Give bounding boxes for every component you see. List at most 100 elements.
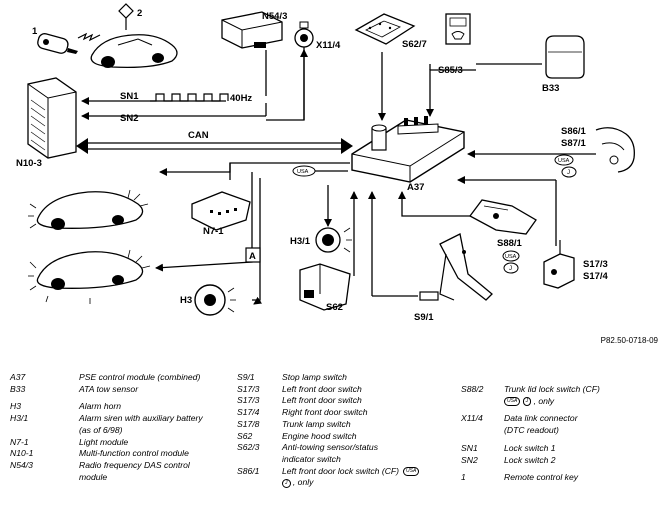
label-s87-1: S87/1 (561, 138, 587, 149)
legend-row: J , only (237, 477, 430, 489)
legend-description-text: Light module (79, 436, 129, 447)
legend-description: Remote control key (504, 472, 654, 484)
legend-code (461, 396, 504, 408)
legend-code: N10-1 (10, 448, 34, 459)
h3-horn-icon (194, 284, 236, 316)
label-b33: B33 (542, 83, 559, 94)
radio-signal-icon (77, 32, 101, 42)
car-lights-icon (28, 189, 149, 230)
legend-code: SN1 (461, 442, 478, 453)
legend-description-text: , only (533, 395, 555, 406)
legend-description: Right front door switch (282, 407, 430, 419)
svg-text:USA: USA (297, 169, 309, 175)
legend-description: (DTC readout) (504, 425, 654, 437)
legend-description-text: Lock switch 2 (504, 454, 556, 465)
label-s88-1: S88/1 (497, 238, 523, 249)
label-n7-1: N7-1 (203, 226, 224, 237)
legend-description: USA J , only (504, 396, 654, 408)
legend-description-text: indicator switch (282, 453, 341, 464)
label-h3-1: H3/1 (290, 236, 311, 247)
legend-description-text: Right front door switch (282, 407, 368, 418)
svg-text:J: J (509, 266, 512, 272)
can-bus-line (76, 138, 353, 154)
figure-reference: P82.50-0718-09 (600, 336, 658, 345)
region-badge: J (282, 478, 291, 488)
usa-badge-right: USA (502, 250, 520, 262)
legend-code: S17/8 (237, 418, 260, 429)
label-s62-7: S62/7 (402, 39, 427, 50)
n10-3-module-icon (27, 77, 77, 159)
legend-description: Trunk lamp switch (282, 419, 430, 431)
legend-description: Left front door switch (282, 384, 430, 396)
s88-1-trunk-lock-icon (469, 199, 537, 235)
label-key-number: 1 (32, 26, 38, 37)
s62-hood-switch-icon (299, 263, 351, 311)
a-box (245, 247, 261, 263)
system-diagram: 1 2 N54/3 X11/4 S62/7 S85/3 (16, 3, 635, 323)
s62-7-switch-icon (354, 13, 416, 45)
legend-description-text: Anti-towing sensor/status (282, 442, 379, 453)
label-a-box: A (249, 251, 256, 262)
legend-description-text: (DTC readout) (504, 425, 559, 436)
legend-code: H3 (10, 401, 21, 412)
legend-description-text: , only (292, 477, 314, 488)
legend-description: module (79, 472, 234, 484)
usa-badge-left: USA (292, 165, 316, 177)
x11-4-connector-icon (294, 21, 314, 48)
legend-code (237, 477, 282, 489)
legend-column-1: A37 PSE control module (combined) B33 ATA t… (10, 372, 234, 483)
region-badge: USA (403, 466, 420, 476)
legend-code: S17/3 (237, 383, 260, 394)
legend-description: Lock switch 1 (504, 443, 654, 455)
legend-row: indicator switch (237, 454, 430, 466)
legend-description: PSE control module (combined) (79, 372, 234, 384)
label-can: CAN (188, 130, 209, 141)
label-h3: H3 (180, 295, 192, 306)
label-sn1: SN1 (120, 91, 139, 102)
legend-row: N10-1 Multi-function control module (10, 448, 234, 460)
legend-row: S86/1 Left front door lock switch (CF)USA (237, 466, 430, 478)
svg-text:J: J (567, 170, 570, 176)
legend-description-text: Left front door switch (282, 383, 362, 394)
label-s62: S62 (326, 302, 343, 313)
legend-code: S9/1 (237, 372, 255, 382)
legend-row: A37 PSE control module (combined) (10, 372, 234, 384)
label-n10-3: N10-3 (16, 158, 42, 169)
legend-description: indicator switch (282, 454, 430, 466)
legend-description-text: ATA tow sensor (79, 383, 139, 394)
label-sn2: SN2 (120, 113, 138, 124)
legend-code: X11/4 (461, 413, 483, 424)
legend-code: A37 (10, 372, 26, 382)
svg-text:USA: USA (505, 254, 517, 260)
car-alarm-icon (28, 249, 151, 304)
legend-description: Left front door switch (282, 395, 430, 407)
legend-description: Left front door lock switch (CF)USA (282, 466, 430, 478)
legend-description-text: Alarm siren with auxiliary battery (79, 413, 203, 424)
legend-description-text: Trunk lid lock switch (CF) (504, 384, 600, 394)
j-badge-right: J (503, 262, 519, 274)
legend-row: S17/3 Left front door switch (237, 384, 430, 396)
legend-description: Alarm siren with auxiliary battery (79, 413, 234, 425)
legend-description: Multi-function control module (79, 448, 234, 460)
legend-description: Lock switch 2 (504, 455, 654, 467)
s17-door-switch-icon (543, 240, 575, 289)
legend-code: S86/1 (237, 465, 260, 476)
door-lock-switch-icon (595, 127, 635, 173)
legend-code: B33 (10, 383, 26, 394)
legend-code (10, 425, 79, 437)
legend-description: Alarm horn (79, 401, 234, 413)
a37-control-module-icon (351, 116, 465, 183)
legend-row: SN1 Lock switch 1 (461, 443, 654, 455)
label-n54-3: N54/3 (262, 11, 287, 22)
legend-description: Anti-towing sensor/status (282, 442, 430, 454)
legend-description-text: Trunk lamp switch (282, 418, 351, 429)
legend-description-text: PSE control module (combined) (79, 372, 201, 382)
legend-description: Trunk lid lock switch (CF) (504, 384, 654, 396)
